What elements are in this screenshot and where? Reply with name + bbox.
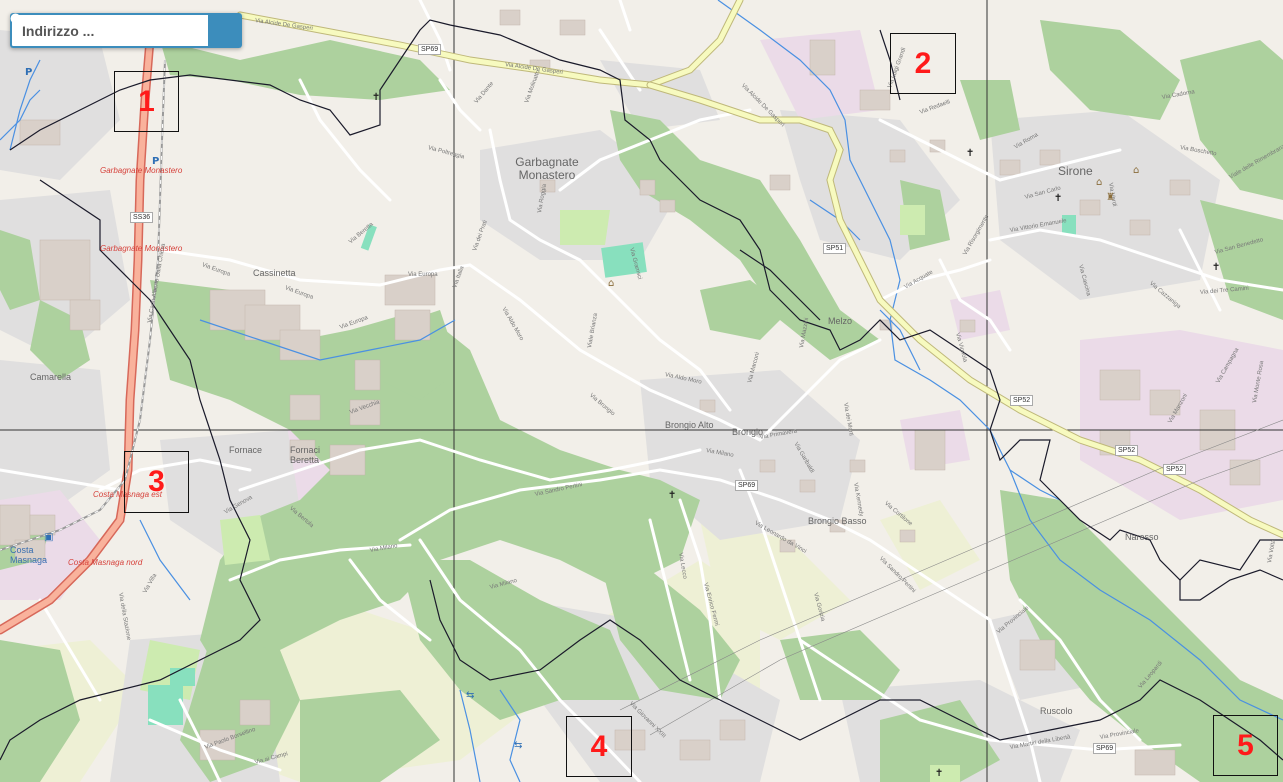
church-icon: ✝ [668,490,677,501]
museum-icon: ⌂ [1133,165,1140,176]
place-label-fornaci-beretta: Fornaci Beretta [290,445,321,465]
road-shield: SP52 [1010,395,1034,406]
trunk-road [0,35,155,635]
map-marker-3[interactable]: 3 [124,451,189,513]
water-point-icon: ⇆ [466,690,475,701]
church-icon: ✝ [966,148,975,159]
map-marker-2[interactable]: 2 [890,33,956,94]
map-marker-5[interactable]: 5 [1213,715,1278,776]
rail-label-garbagnate-1: Garbagnate Monastero [100,166,183,175]
road-shield: SP52 [1115,445,1139,456]
address-search [10,13,242,48]
place-label-naresso: Naresso [1125,532,1159,542]
water-point-icon: ⇆ [514,740,523,751]
place-label-brongio-alto: Brongio Alto [665,420,714,430]
place-label-brongio-basso: Brongio Basso [808,516,867,526]
map-marker-1[interactable]: 1 [114,71,179,132]
monument-icon: ♜ [1106,192,1115,203]
place-label-brongio: Brongio [732,427,764,437]
museum-icon: ⌂ [1096,177,1103,188]
rail-label-costa-nord: Costa Masnaga nord [68,558,143,567]
church-icon: ✝ [1054,193,1063,204]
rail-label-garbagnate-2: Garbagnate Monastero [100,244,183,253]
map-marker-4[interactable]: 4 [566,716,632,777]
place-label-fornace: Fornace [229,445,263,455]
place-label-ruscolo: Ruscolo [1040,706,1073,716]
church-icon: ✝ [935,768,944,779]
secondary-roads [236,0,1283,539]
road-shield: SP69 [735,480,759,491]
church-icon: ✝ [1212,262,1221,273]
address-search-input[interactable] [10,13,208,48]
road-shield: SP52 [1163,464,1187,475]
museum-icon: ⌂ [608,278,615,289]
road-shield: SP69 [418,44,442,55]
road-shield: SP51 [823,243,847,254]
place-label-garbagnate: Garbagnate Monastero [515,155,579,182]
parking-icon: P [25,67,33,78]
power-lines [619,419,1283,736]
parking-icon: P [152,156,160,167]
place-label-camarella: Camarella [30,372,72,382]
place-label-cassinetta: Cassinetta [253,268,296,278]
search-button[interactable] [10,13,242,48]
street-label: Via Europa [408,272,438,278]
church-icon: ✝ [372,92,381,103]
train-station-icon: ▣ [44,532,54,543]
place-label-sirone: Sirone [1058,164,1093,178]
rail-label-costa-est: Costa Masnaga est [93,490,162,499]
railway [0,59,166,551]
station-label-costa: Costa Masnaga [10,545,48,565]
road-shield: SS36 [130,212,154,223]
place-label-melzo: Melzo [828,316,853,326]
road-shield: SP69 [1093,743,1117,754]
